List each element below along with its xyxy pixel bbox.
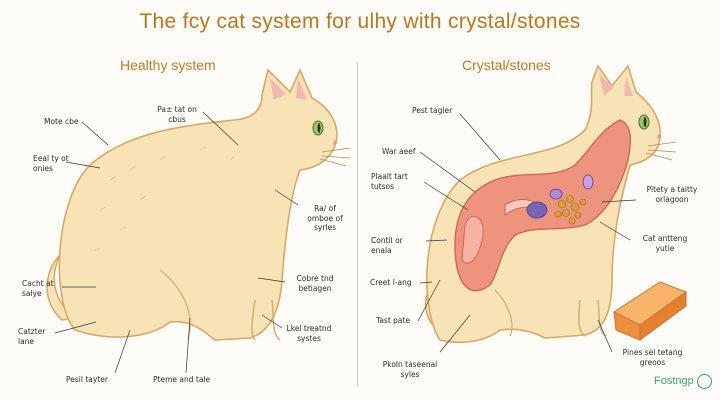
healthy-cat-illustration: [46, 68, 351, 341]
label-pkoln-taseenal-syles: Pkoln taseenal syles: [382, 360, 438, 379]
diagram-title: The fcy cat system for ulhy with crystal…: [139, 10, 581, 33]
label-contil-or-enala: Contil or enala: [371, 236, 403, 255]
label-cat-antteng-yutie: Cat antteng yutie: [642, 234, 688, 253]
label-cacht-at-salye: Cacht at salye: [22, 279, 54, 298]
watermark-text: Fostngp: [654, 375, 694, 387]
label-catzter-lane: Catzter lane: [18, 327, 46, 346]
crystal-stones-heading: Crystal/stones: [462, 57, 551, 73]
label-ra-of-omboe: Ra/ of omboe of syrles: [307, 204, 343, 232]
label-cobre-tnd-betiagen: Cobre tnd betiagen: [296, 274, 334, 293]
crystal-cat-illustration: [424, 64, 677, 344]
label-pitety-a-taitty-orlagoon: Pitety a taitty orlagoon: [646, 185, 698, 204]
label-plaalt-tart-tutsos: Plaalt tart tutsos: [371, 172, 408, 191]
label-war-aeef: War aeef: [382, 147, 416, 156]
panel-divider: [357, 62, 358, 387]
label-pat-tat-on-cbus: Pa± tat on cbus: [157, 105, 197, 124]
label-mote-cbe: Mote cbe: [44, 117, 79, 126]
crystal-stone-block: [612, 281, 688, 341]
label-creet-l-ang: Creet l-ang: [370, 278, 412, 287]
label-pteme-and-tale: Pteme and tale: [153, 375, 211, 384]
label-pines-sel-tetang-greoos: Pines sel tetang greoos: [622, 348, 683, 367]
label-tast-pate: Tast pate: [376, 316, 411, 325]
label-pest-tagler: Pest tagler: [412, 106, 453, 115]
healthy-leader-lines: [54, 111, 299, 374]
label-lkel-treatnd-systes: Lkel treatnd systes: [286, 324, 332, 343]
label-pesil-tayter: Pesil tayter: [66, 375, 108, 384]
watermark-logo-icon: [697, 374, 712, 389]
label-eeal-ty-ot-onies: Eeal ty ot onies: [33, 154, 69, 173]
healthy-system-heading: Healthy system: [120, 57, 216, 73]
crystal-leader-lines: [417, 113, 637, 353]
